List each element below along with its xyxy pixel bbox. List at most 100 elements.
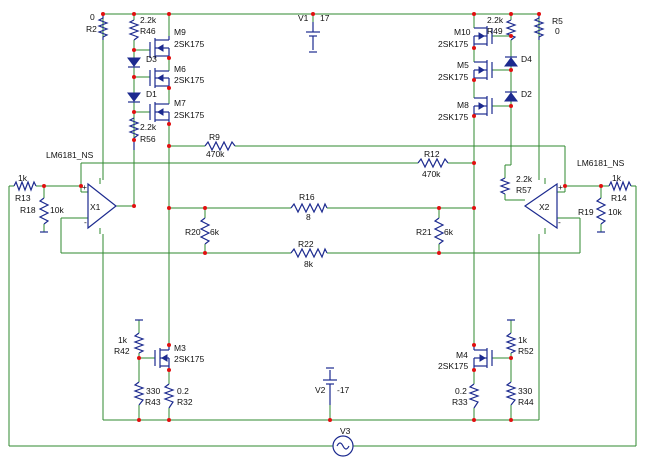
resistor-r49 bbox=[505, 19, 517, 41]
mosfet-m5 bbox=[473, 60, 493, 80]
lbl-m9: M9 bbox=[174, 27, 186, 37]
diode-d4 bbox=[504, 56, 518, 67]
resistor-r21 bbox=[433, 217, 445, 245]
lbl-lm1: LM6181_NS bbox=[46, 150, 94, 160]
lbl-d3: D3 bbox=[146, 54, 157, 64]
resistor-r14 bbox=[608, 180, 632, 192]
voltage-source-v2 bbox=[323, 367, 337, 405]
resistor-r32 bbox=[163, 383, 175, 409]
resistor-r9 bbox=[204, 140, 236, 152]
lbl-r33: R33 bbox=[452, 397, 468, 407]
lbl-10ka: 10k bbox=[50, 205, 64, 215]
lbl-m7t: 2SK175 bbox=[174, 110, 205, 120]
lbl-r2: R2 bbox=[86, 24, 97, 34]
lbl-plus2: + bbox=[558, 182, 563, 192]
lbl-m4: M4 bbox=[456, 350, 468, 360]
lbl-m9t: 2SK175 bbox=[174, 39, 205, 49]
mosfet-m8 bbox=[473, 96, 493, 116]
junction-nodes bbox=[42, 12, 603, 422]
lbl-6ka: 6k bbox=[210, 227, 220, 237]
lbl-m8t: 2SK175 bbox=[438, 112, 469, 122]
lbl-r13: R13 bbox=[15, 193, 31, 203]
lbl-r19: R19 bbox=[578, 207, 594, 217]
mosfet-m3 bbox=[154, 345, 170, 370]
lbl-minus1: - bbox=[84, 217, 87, 227]
lbl-x1: X1 bbox=[90, 202, 101, 212]
resistor-r19 bbox=[595, 197, 607, 225]
lbl-minus2: - bbox=[558, 217, 561, 227]
lbl-6kb: 6k bbox=[444, 227, 454, 237]
lbl-x2: X2 bbox=[539, 202, 550, 212]
lbl-r32: R32 bbox=[177, 397, 193, 407]
lbl-m3: M3 bbox=[174, 343, 186, 353]
lbl-2k2d: 2.2k bbox=[516, 174, 533, 184]
lbl-d4: D4 bbox=[521, 54, 532, 64]
lbl-470a: 470k bbox=[206, 149, 225, 159]
lbl-r22: R22 bbox=[298, 239, 314, 249]
resistor-r2 bbox=[97, 14, 109, 40]
lbl-m10: M10 bbox=[454, 27, 471, 37]
lbl-d2: D2 bbox=[521, 89, 532, 99]
lbl-r16: R16 bbox=[299, 192, 315, 202]
resistor-r42 bbox=[133, 332, 145, 354]
lbl-2k2b: 2.2k bbox=[140, 122, 157, 132]
lbl-02b: 0.2 bbox=[455, 386, 467, 396]
opamp-x1 bbox=[87, 182, 117, 230]
lbl-r9: R9 bbox=[209, 132, 220, 142]
lbl-r20: R20 bbox=[185, 227, 201, 237]
lbl-m17: -17 bbox=[337, 385, 350, 395]
lbl-r43: R43 bbox=[145, 397, 161, 407]
lbl-m5t: 2SK175 bbox=[438, 72, 469, 82]
diode-d3 bbox=[127, 57, 141, 68]
mosfet-m4 bbox=[473, 345, 493, 370]
lbl-r12: R12 bbox=[424, 149, 440, 159]
diode-d2 bbox=[504, 91, 518, 102]
diode-d1 bbox=[127, 92, 141, 103]
resistor-r13 bbox=[13, 180, 37, 192]
lbl-plus1: + bbox=[82, 182, 87, 192]
resistor-r46 bbox=[128, 19, 140, 41]
resistor-r16 bbox=[290, 202, 328, 214]
lbl-r42: R42 bbox=[114, 346, 130, 356]
lbl-470b: 470k bbox=[422, 169, 441, 179]
lbl-r49: R49 bbox=[487, 26, 503, 36]
lbl-m7: M7 bbox=[174, 98, 186, 108]
resistor-r57 bbox=[499, 177, 511, 195]
wires bbox=[8, 13, 637, 447]
resistor-r18 bbox=[38, 197, 50, 225]
lbl-v3: V3 bbox=[340, 426, 351, 436]
lbl-lm2: LM6181_NS bbox=[577, 158, 625, 168]
lbl-r21: R21 bbox=[416, 227, 432, 237]
resistor-r52 bbox=[505, 332, 517, 354]
lbl-m6t: 2SK175 bbox=[174, 75, 205, 85]
opamp-x2 bbox=[523, 182, 558, 230]
ground-stubs bbox=[40, 231, 605, 321]
resistor-r22 bbox=[290, 247, 328, 259]
lbl-r52: R52 bbox=[518, 346, 534, 356]
lbl-0b: 0 bbox=[555, 26, 560, 36]
lbl-17: 17 bbox=[320, 13, 330, 23]
lbl-330b: 330 bbox=[518, 386, 532, 396]
lbl-8k: 8k bbox=[304, 259, 314, 269]
lbl-m6: M6 bbox=[174, 64, 186, 74]
lbl-r5: R5 bbox=[552, 16, 563, 26]
lbl-02a: 0.2 bbox=[177, 386, 189, 396]
lbl-r14: R14 bbox=[611, 193, 627, 203]
resistor-r33 bbox=[468, 383, 480, 409]
ac-source-v3 bbox=[332, 435, 354, 457]
lbl-8: 8 bbox=[306, 212, 311, 222]
component-labels: 0 R2 2.2k R46 M9 2SK175 D3 M6 2SK175 D1 … bbox=[15, 12, 627, 436]
mosfet-m9 bbox=[149, 36, 170, 58]
lbl-r46: R46 bbox=[140, 26, 156, 36]
lbl-m5: M5 bbox=[457, 60, 469, 70]
lbl-m10t: 2SK175 bbox=[438, 39, 469, 49]
resistor-r20 bbox=[199, 217, 211, 245]
lbl-330a: 330 bbox=[146, 386, 160, 396]
lbl-v1: V1 bbox=[298, 13, 309, 23]
lbl-1kd: 1k bbox=[518, 335, 528, 345]
resistor-r12 bbox=[417, 157, 449, 169]
resistor-r43 bbox=[133, 381, 145, 406]
lbl-1kc: 1k bbox=[118, 335, 128, 345]
resistor-r44 bbox=[505, 381, 517, 406]
